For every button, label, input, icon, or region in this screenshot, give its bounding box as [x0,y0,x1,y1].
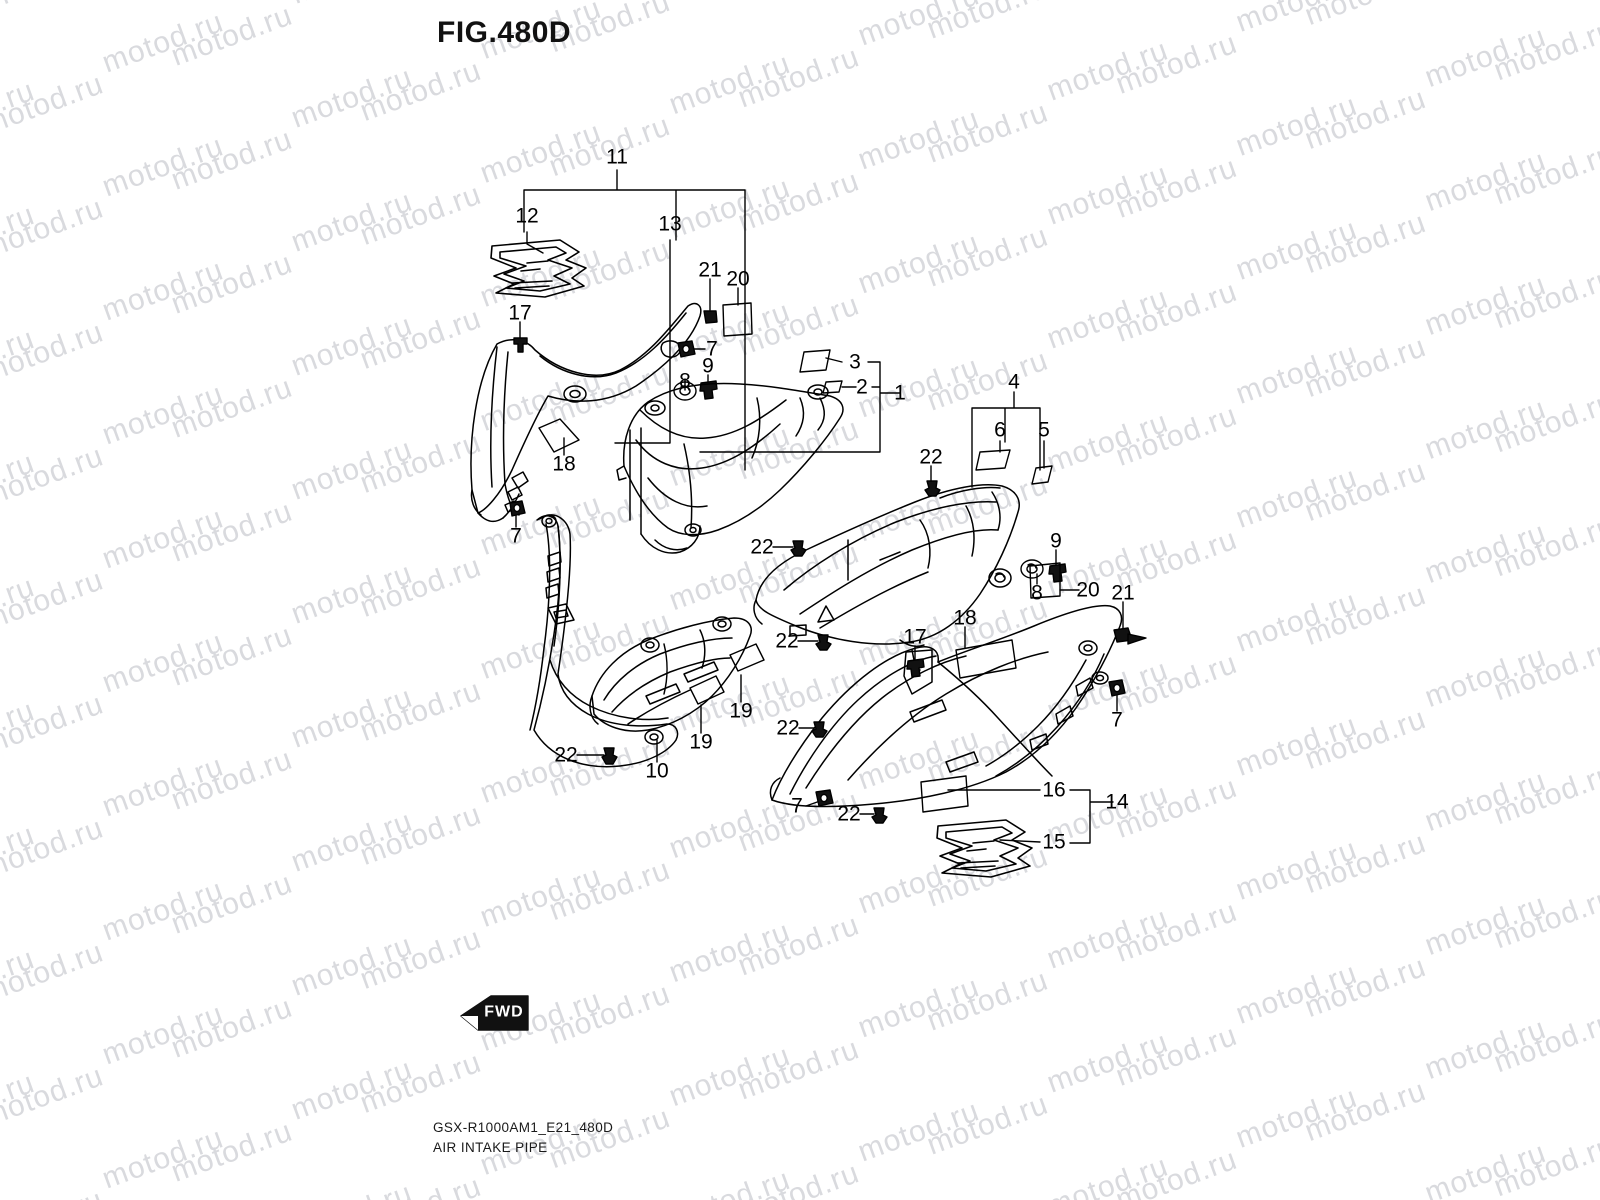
tape-19a [689,675,725,705]
tape-16 [920,775,969,813]
callout-number-21: 21 [698,258,722,282]
grommet-7-bottom-left [815,789,834,807]
callout-number-19: 19 [729,699,753,723]
grommet-7-right [1108,679,1126,697]
callout-number-15: 15 [1042,830,1066,854]
tape-19b [729,643,765,672]
cushion-5-right [1031,465,1053,485]
callout-number-8: 8 [1031,581,1043,605]
front-side-cowling-left [470,302,702,523]
callout-number-22: 22 [750,535,774,559]
rivet-22-f [871,807,888,824]
callout-number-4: 4 [1008,370,1020,394]
tape-18-left [538,418,580,453]
lower-cowling-left [589,616,752,732]
callout-number-13: 13 [658,212,682,236]
r-emblem-right-shape [936,819,1033,878]
bolt-9-right [1048,563,1067,583]
callout-number-9: 9 [1050,529,1062,553]
callout-number-8: 8 [679,369,691,393]
callout-number-16: 16 [1042,778,1066,802]
cushion-20-upper [722,302,753,337]
figure-footer: GSX-R1000AM1_E21_480D AIR INTAKE PIPE [433,1118,613,1158]
callout-number-17: 17 [903,625,927,649]
callout-number-7: 7 [510,524,522,548]
callout-number-7: 7 [791,794,803,818]
footer-code: GSX-R1000AM1_E21_480D [433,1120,614,1135]
figure-title: FIG.480D [437,16,572,49]
rivet-22-a [924,480,941,497]
air-intake-duct-left [529,514,679,768]
callout-number-18: 18 [953,606,977,630]
lower-cowling-right [769,604,1123,808]
fwd-label: FWD [484,1003,524,1021]
cushion-2-left [822,380,843,394]
clip-21-right [1113,627,1147,645]
callout-number-1: 1 [894,381,906,405]
callout-number-22: 22 [919,445,943,469]
callout-number-18: 18 [552,452,576,476]
callout-number-9: 9 [702,354,714,378]
tape-3-left [799,349,831,373]
callout-number-7: 7 [706,337,718,361]
screw-17-right [906,658,925,678]
callout-number-2: 2 [856,375,868,399]
rivet-22-d [601,747,618,765]
callout-number-21: 21 [1111,581,1135,605]
callout-number-17: 17 [508,301,532,325]
callout-number-5: 5 [1038,418,1050,442]
callout-number-3: 3 [849,350,861,374]
callout-number-19: 19 [689,730,713,754]
r-emblem-left-shape [490,239,587,298]
callout-number-6: 6 [994,418,1006,442]
rivet-22-e [811,721,828,738]
screw-17-left [513,337,528,353]
fwd-arrow-marker [460,995,529,1031]
grommet-7-left-lower [509,500,526,517]
callout-number-7: 7 [1111,708,1123,732]
callout-number-20: 20 [1076,578,1100,602]
callout-number-20: 20 [726,267,750,291]
callout-number-22: 22 [554,743,578,767]
grommet-7-upper [677,340,696,358]
callout-number-22: 22 [775,629,799,653]
callout-number-14: 14 [1105,790,1129,814]
rivet-22-c [815,634,832,651]
callout-number-12: 12 [515,204,539,228]
rivet-22-b [790,540,807,557]
callout-number-22: 22 [776,716,800,740]
callout-number-11: 11 [606,145,628,169]
clip-21-upper [703,310,718,324]
callout-number-22: 22 [837,802,861,826]
tape-6-right [975,449,1011,471]
footer-part-name: AIR INTAKE PIPE [433,1140,548,1155]
tape-18-right [955,639,1017,679]
cushion-20-right [1029,562,1061,599]
leader-lines [515,169,1124,844]
cushion-washer-8-right [1020,559,1044,579]
air-intake-pipe-left [616,382,844,554]
callout-number-10: 10 [645,759,669,783]
air-intake-pipe-right [753,484,1020,648]
